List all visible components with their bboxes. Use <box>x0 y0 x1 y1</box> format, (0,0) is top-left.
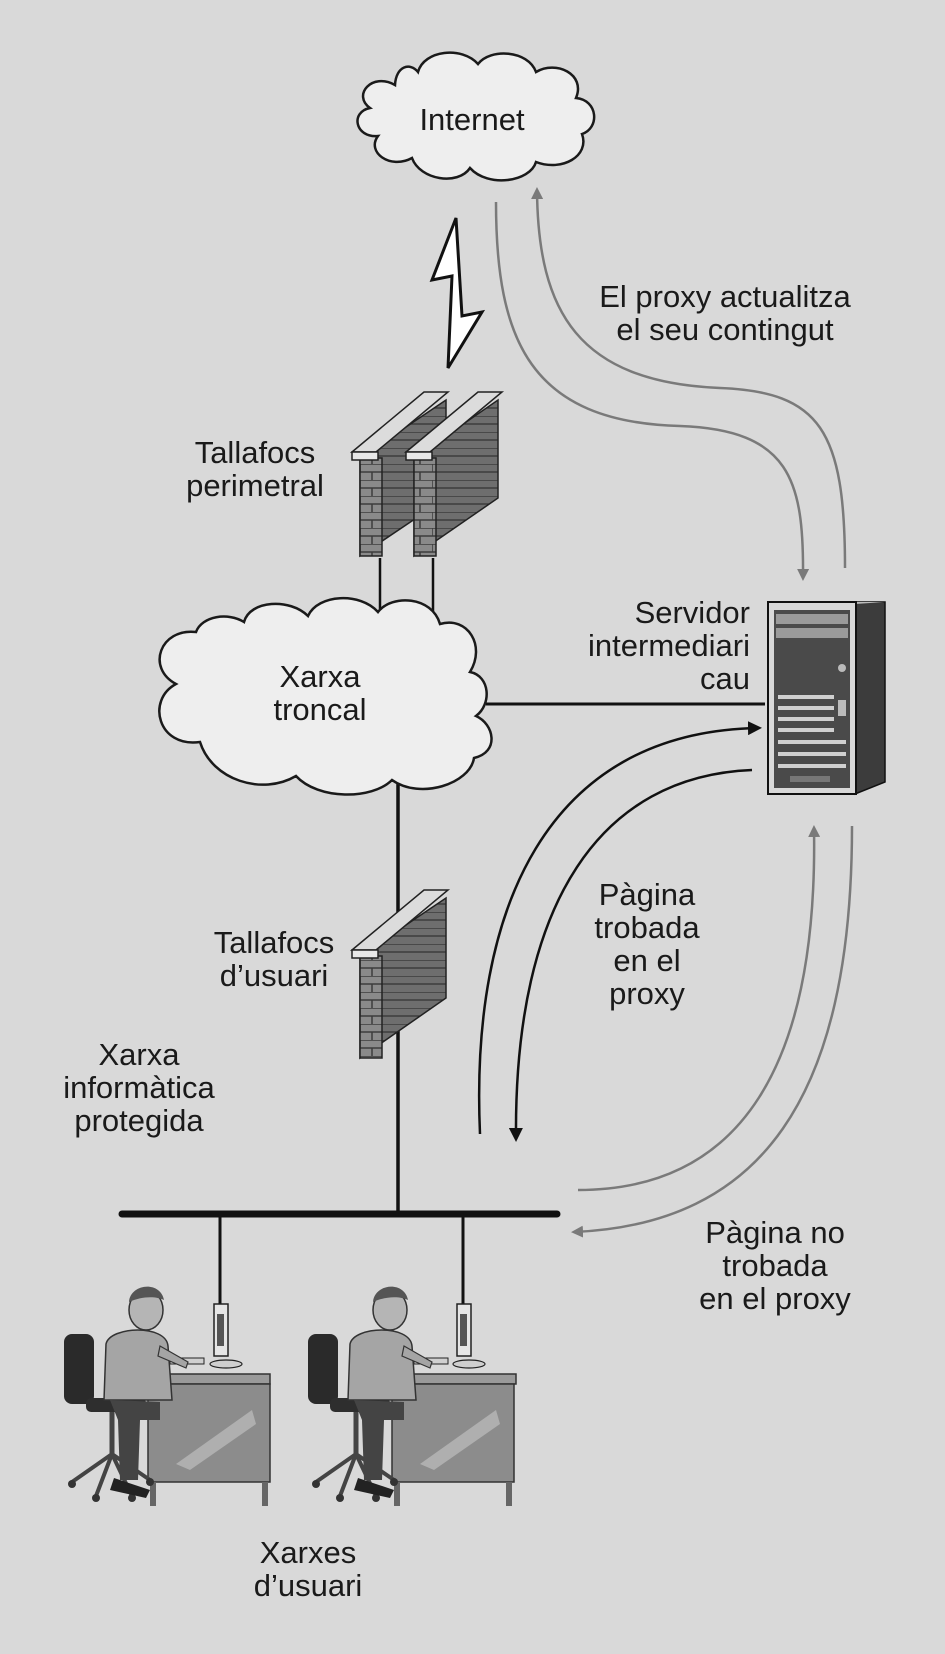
protected-network-line-3: protegida <box>74 1103 204 1138</box>
page-not-found-line-1: Pàgina no <box>705 1215 845 1250</box>
internet-label-line: Internet <box>419 102 525 137</box>
perimeter-firewall-line-1: Tallafocs <box>194 435 316 470</box>
user-firewall-icon <box>349 889 451 1060</box>
page-found-arrows <box>477 721 762 1142</box>
page-found-label: Pàgina trobada en el proxy <box>567 878 727 1010</box>
arrow-proxy-to-internet <box>531 187 847 569</box>
server-tower-icon <box>767 601 886 796</box>
proxy-server-line-3: cau <box>700 661 750 696</box>
page-found-line-4: proxy <box>609 976 685 1011</box>
perimeter-firewall-line-2: perimetral <box>186 468 324 503</box>
lightning-icon <box>429 217 486 369</box>
perimeter-firewall-label: Tallafocs perimetral <box>170 436 340 502</box>
proxy-server-line-2: intermediari <box>588 628 750 663</box>
proxy-server-line-1: Servidor <box>634 595 750 630</box>
arrow-user-to-proxy <box>477 721 762 1135</box>
backbone-line-2: troncal <box>273 692 367 727</box>
user-firewall-line-1: Tallafocs <box>213 925 335 960</box>
user-networks-line-2: d’usuari <box>253 1568 363 1603</box>
arrow-internet-to-proxy <box>494 201 810 581</box>
page-not-found-line-3: en el proxy <box>699 1281 851 1316</box>
page-not-found-arrows <box>571 825 854 1238</box>
cloud-backbone <box>158 597 493 796</box>
backbone-label: Xarxa troncal <box>240 660 400 726</box>
user-networks-line-1: Xarxes <box>259 1535 357 1570</box>
user-firewall-line-2: d’usuari <box>219 958 329 993</box>
workstation-user-2 <box>308 1286 517 1506</box>
proxy-update-line-2: el seu contingut <box>616 312 834 347</box>
page-found-line-1: Pàgina <box>598 877 696 912</box>
proxy-server-label: Servidor intermediari cau <box>540 596 750 695</box>
page-found-line-3: en el <box>613 943 681 978</box>
protected-network-line-1: Xarxa <box>98 1037 180 1072</box>
protected-network-line-2: informàtica <box>63 1070 215 1105</box>
page-not-found-label: Pàgina no trobada en el proxy <box>680 1216 870 1315</box>
protected-network-label: Xarxa informàtica protegida <box>44 1038 234 1137</box>
workstation-user-1 <box>64 1286 271 1506</box>
desk <box>145 1373 271 1506</box>
desk <box>389 1373 517 1506</box>
network-links <box>118 558 765 1310</box>
cloud-internet <box>356 51 596 182</box>
person-icon <box>103 1286 189 1498</box>
person-icon <box>347 1286 433 1498</box>
arrow-proxy-to-user-miss <box>571 825 854 1238</box>
proxy-update-line-1: El proxy actualitza <box>599 279 851 314</box>
user-networks-label: Xarxes d’usuari <box>228 1536 388 1602</box>
firewall-wall-2 <box>403 391 505 558</box>
arrow-user-to-proxy-miss <box>577 825 821 1192</box>
perimeter-firewall-icon <box>349 391 505 558</box>
proxy-update-arrows <box>494 187 847 581</box>
internet-label: Internet <box>392 103 552 136</box>
proxy-update-label: El proxy actualitza el seu contingut <box>575 280 875 346</box>
arrow-proxy-to-user <box>508 768 753 1142</box>
user-firewall-label: Tallafocs d’usuari <box>194 926 354 992</box>
page-not-found-line-2: trobada <box>722 1248 828 1283</box>
page-found-line-2: trobada <box>594 910 700 945</box>
backbone-line-1: Xarxa <box>279 659 361 694</box>
